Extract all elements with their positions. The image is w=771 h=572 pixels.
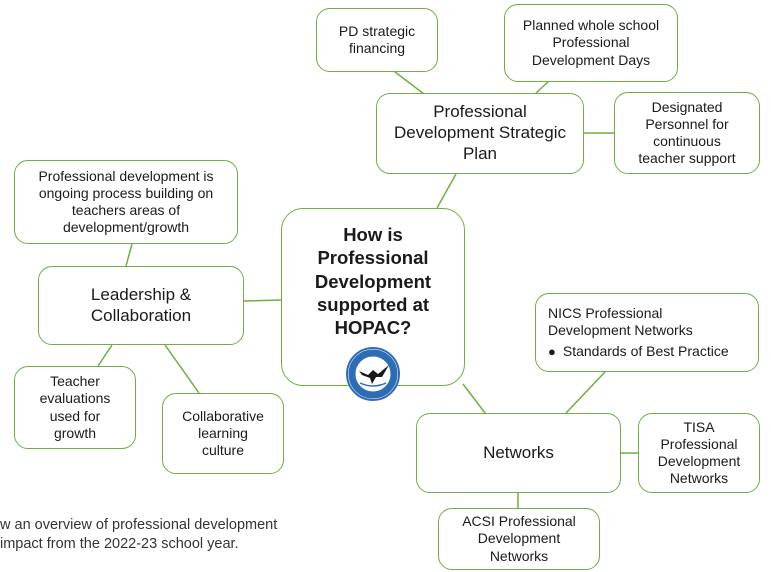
caption-text: w an overview of professional developmen… (0, 517, 278, 552)
bullet-icon: ● (548, 343, 556, 359)
pd-ongoing-process-node[interactable]: Professional development is ongoing proc… (14, 160, 238, 244)
node-label: Designated Personnel for continuous teac… (638, 98, 736, 167)
acsi-networks-node[interactable]: ACSI Professional Development Networks (438, 508, 600, 570)
node-label: Professional development is ongoing proc… (38, 167, 214, 236)
connector-line (97, 344, 113, 367)
collaborative-culture-node[interactable]: Collaborative learning culture (162, 393, 284, 474)
node-label: Professional Development Strategic Plan (394, 102, 566, 163)
node-label: PD strategic financing (338, 22, 416, 56)
node-label: NICS Professional Development Networks (548, 304, 693, 338)
nics-networks-node[interactable]: NICS Professional Development Networks ●… (535, 293, 759, 372)
hopac-logo-icon (346, 347, 400, 407)
bullet-text: Standards of Best Practice (562, 343, 729, 360)
networks-node[interactable]: Networks (416, 413, 621, 493)
pd-strategic-financing-node[interactable]: PD strategic financing (316, 8, 438, 72)
node-label: ACSI Professional Development Networks (462, 513, 576, 564)
connector-line (565, 371, 606, 414)
connector-line (125, 243, 133, 267)
connector-line (462, 383, 486, 414)
connector-line (164, 344, 200, 394)
designated-personnel-node[interactable]: Designated Personnel for continuous teac… (614, 92, 760, 174)
nics-bullet-item: ● Standards of Best Practice (548, 343, 729, 360)
planned-pd-days-node[interactable]: Planned whole school Professional Develo… (504, 4, 678, 82)
node-label: Teacher evaluations used for growth (39, 373, 111, 441)
leadership-collaboration-node[interactable]: Leadership & Collaboration (38, 266, 244, 345)
connector-line (243, 299, 282, 302)
connector-line (534, 79, 551, 95)
node-label: Planned whole school Professional Develo… (522, 17, 660, 68)
central-question-node[interactable]: How is Professional Development supporte… (281, 208, 465, 402)
tisa-networks-node[interactable]: TISA Professional Development Networks (638, 413, 760, 493)
connector-line (436, 173, 457, 209)
central-question-title: How is Professional Development supporte… (314, 224, 432, 339)
node-label: Networks (483, 442, 554, 462)
node-label: Collaborative learning culture (182, 407, 264, 459)
teacher-evaluations-node[interactable]: Teacher evaluations used for growth (14, 366, 136, 449)
node-label: TISA Professional Development Networks (657, 418, 741, 487)
pd-strategic-plan-node[interactable]: Professional Development Strategic Plan (376, 93, 584, 174)
node-label: Leadership & Collaboration (90, 284, 192, 325)
